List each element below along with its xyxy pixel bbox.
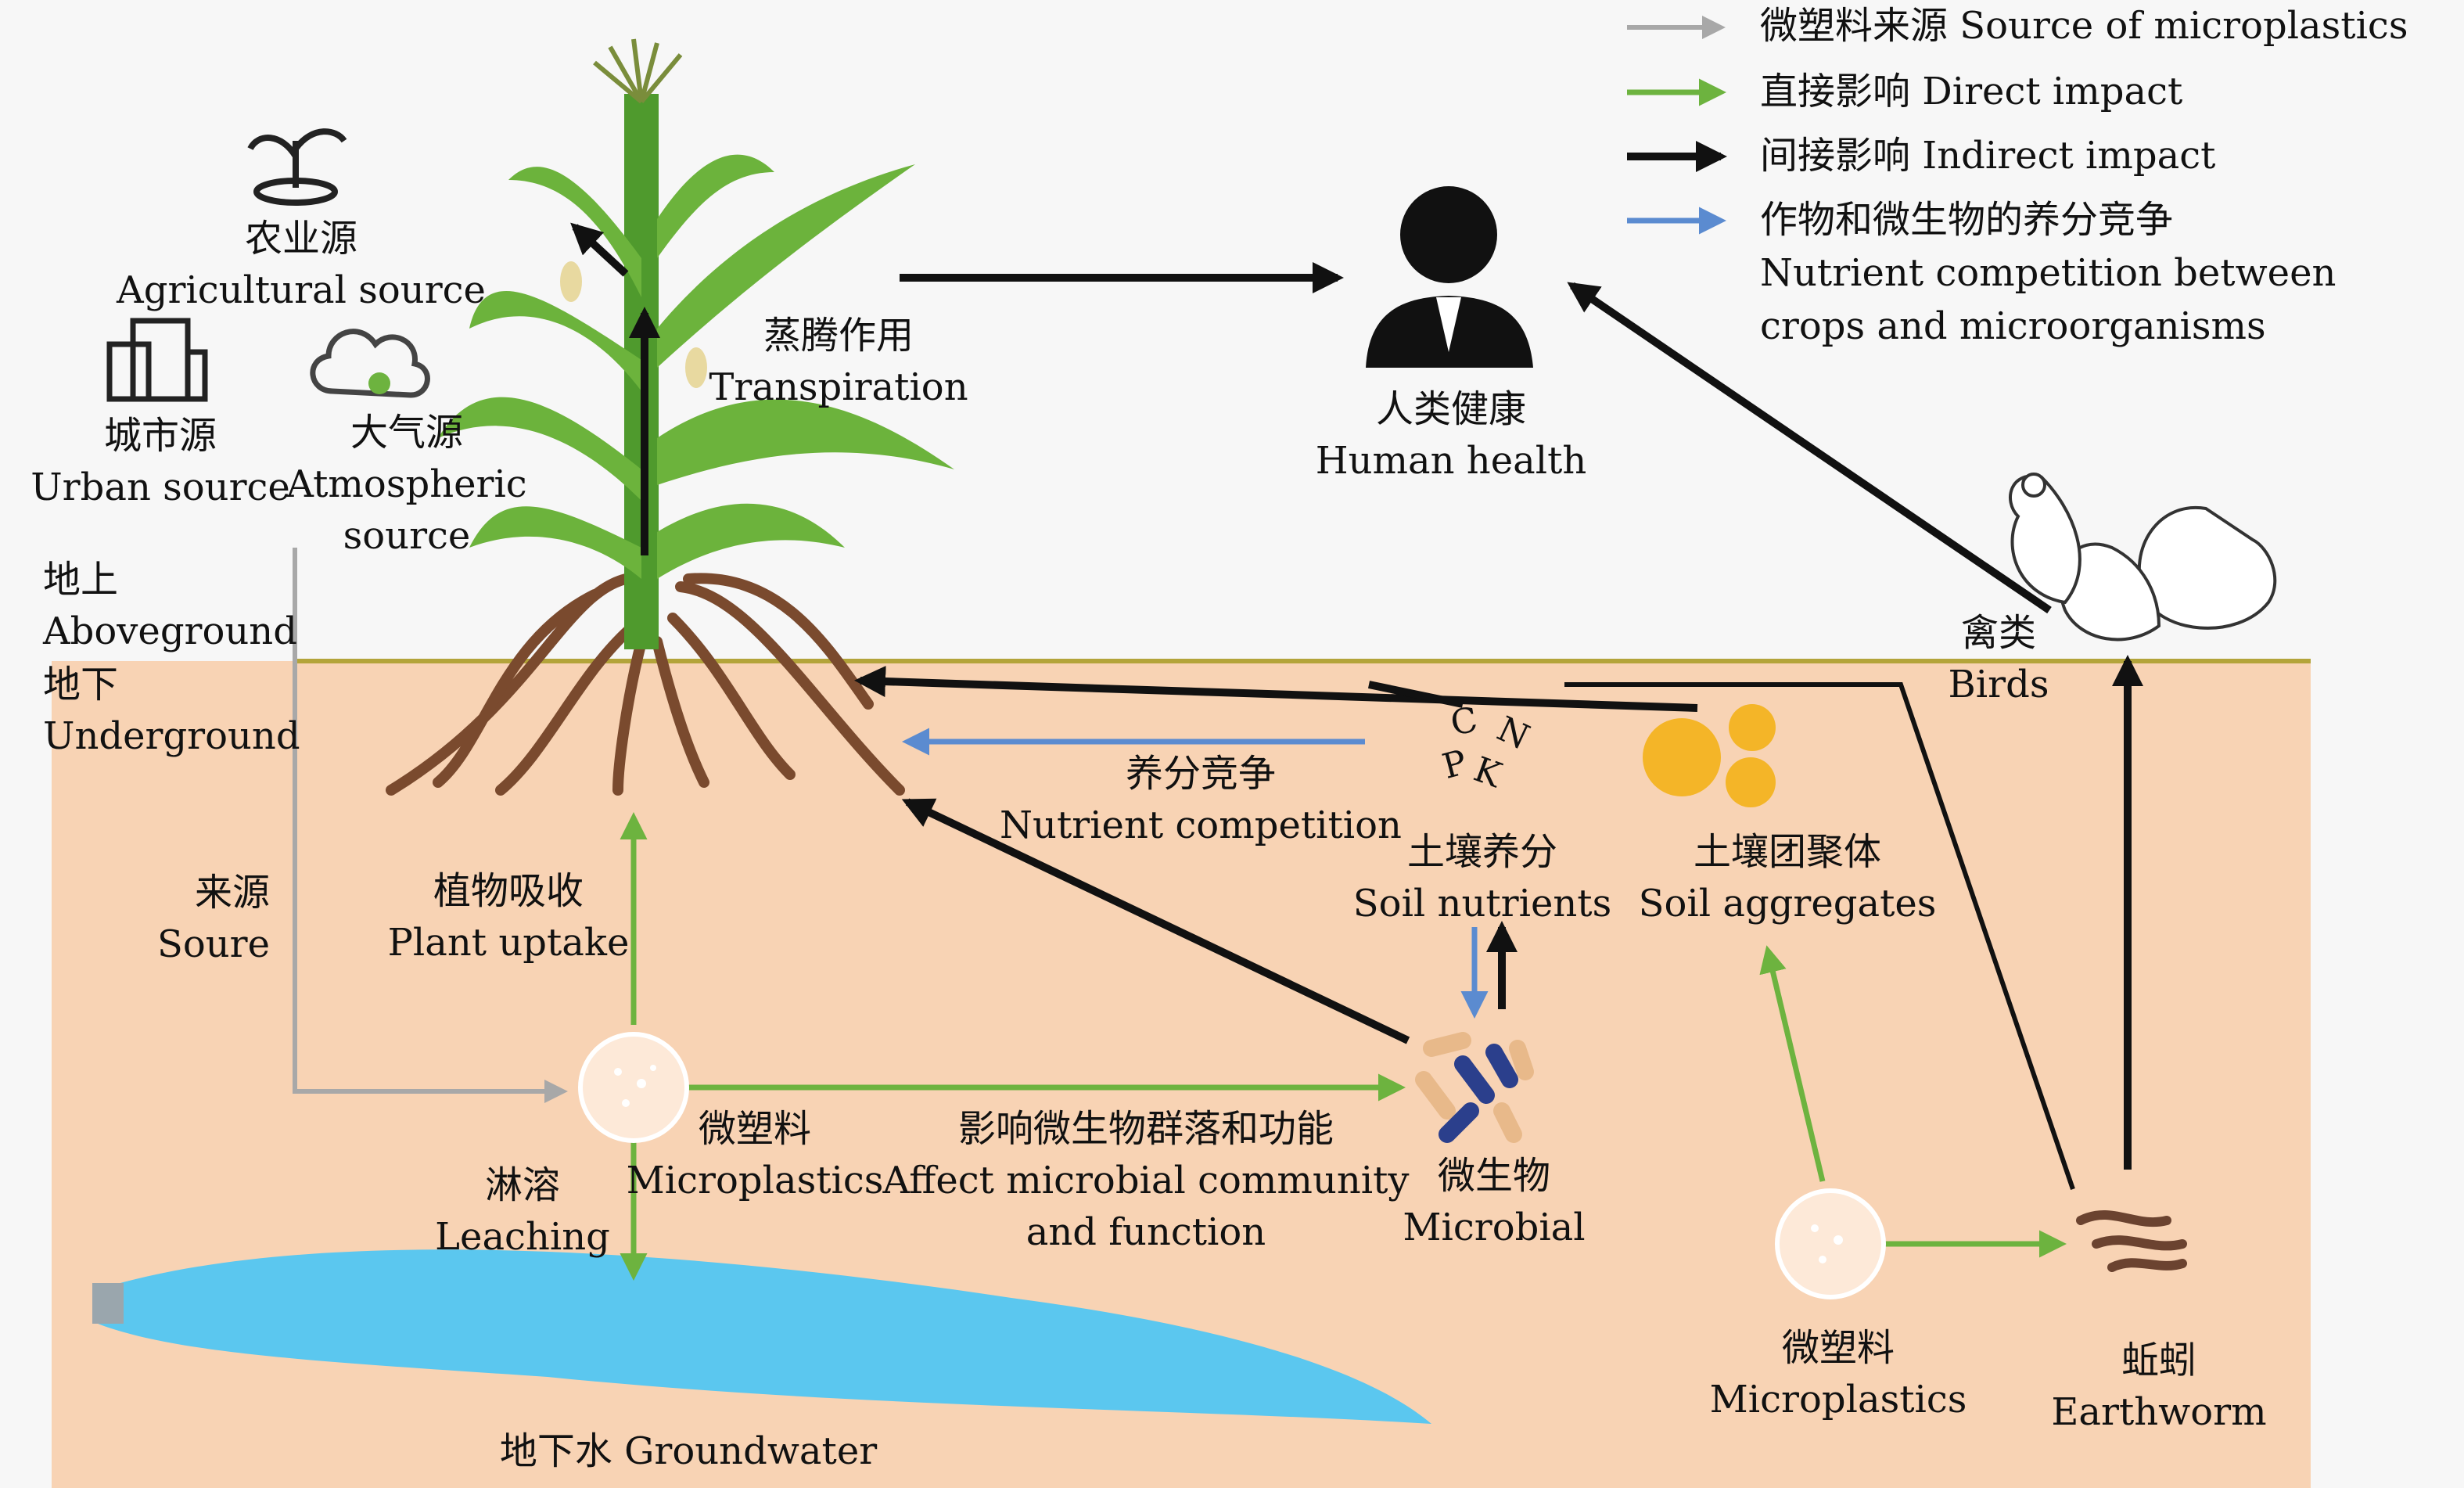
legend-indirect-label: 间接影响 Indirect impact xyxy=(1760,134,2216,178)
bird-icon xyxy=(2009,473,2277,642)
sprout-icon xyxy=(247,128,347,206)
person-icon xyxy=(1366,186,1533,368)
earthworm-connector xyxy=(1564,682,2075,1190)
microplastic-particle xyxy=(578,1032,689,1143)
cloud-icon xyxy=(310,329,430,398)
nutrient-connector xyxy=(1367,681,1464,708)
groundwater-label: 地下水 Groundwater xyxy=(499,1429,878,1473)
groundwater-body xyxy=(94,1249,1431,1424)
legend-competition-label-3: crops and microorganisms xyxy=(1760,304,2266,348)
indirect-arrows xyxy=(570,222,2143,1170)
microplastic-particle-2 xyxy=(1775,1188,1886,1299)
legend-direct-label: 直接影响 Direct impact xyxy=(1760,70,2183,113)
legend-competition-label-2: Nutrient competition between xyxy=(1760,251,2336,295)
aggregate-icon xyxy=(1643,704,1776,807)
legend-swatches xyxy=(1627,16,1727,235)
source-arrow xyxy=(293,548,568,1103)
legend-competition-label-1: 作物和微生物的养分竞争 xyxy=(1760,198,2174,242)
bacteria-icon xyxy=(1415,1032,1534,1143)
groundwater-edge xyxy=(92,1283,124,1324)
competition-arrows xyxy=(902,728,1489,1019)
building-icon xyxy=(106,318,208,402)
earthworm-icon xyxy=(2076,1209,2187,1272)
legend-source-label: 微塑料来源 Source of microplastics xyxy=(1760,4,2408,48)
plant-roots xyxy=(386,573,905,796)
